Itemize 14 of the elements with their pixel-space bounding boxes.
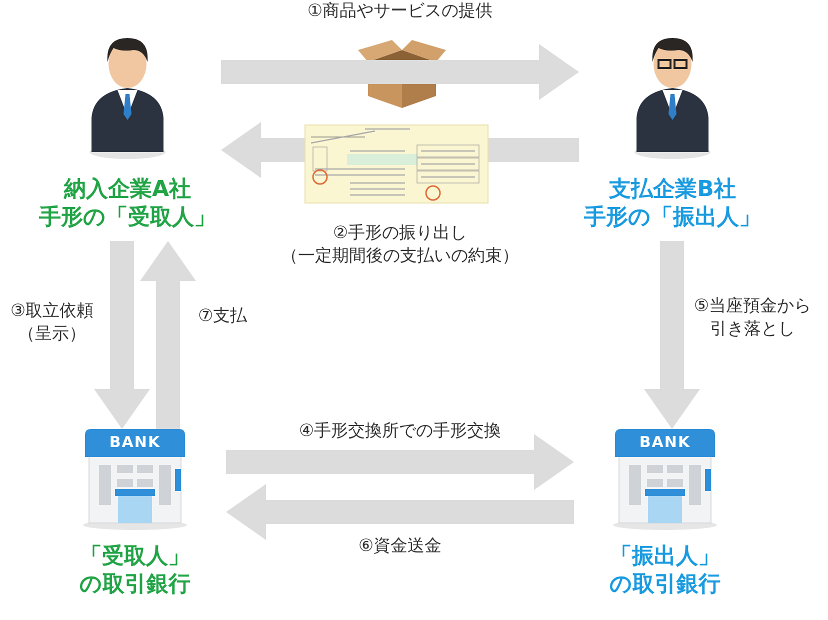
company-name: 納入企業A社 xyxy=(64,176,192,204)
arrow xyxy=(226,484,574,540)
role-text: 手形の「振出人」 xyxy=(584,204,761,232)
bank-name: 「受取人」の取引銀行 xyxy=(78,543,192,599)
sign-text: BANK xyxy=(638,433,692,451)
bank-name: 「振出人」の取引銀行 xyxy=(608,543,722,599)
role-text: 手形の「受取人」 xyxy=(39,204,216,232)
arrow xyxy=(140,241,196,429)
arrow xyxy=(644,241,700,429)
arrow xyxy=(221,44,579,100)
arrow xyxy=(94,241,150,429)
arrow xyxy=(226,434,574,490)
sign-text: BANK xyxy=(108,433,162,451)
company-name: 支払企業B社 xyxy=(609,176,736,204)
